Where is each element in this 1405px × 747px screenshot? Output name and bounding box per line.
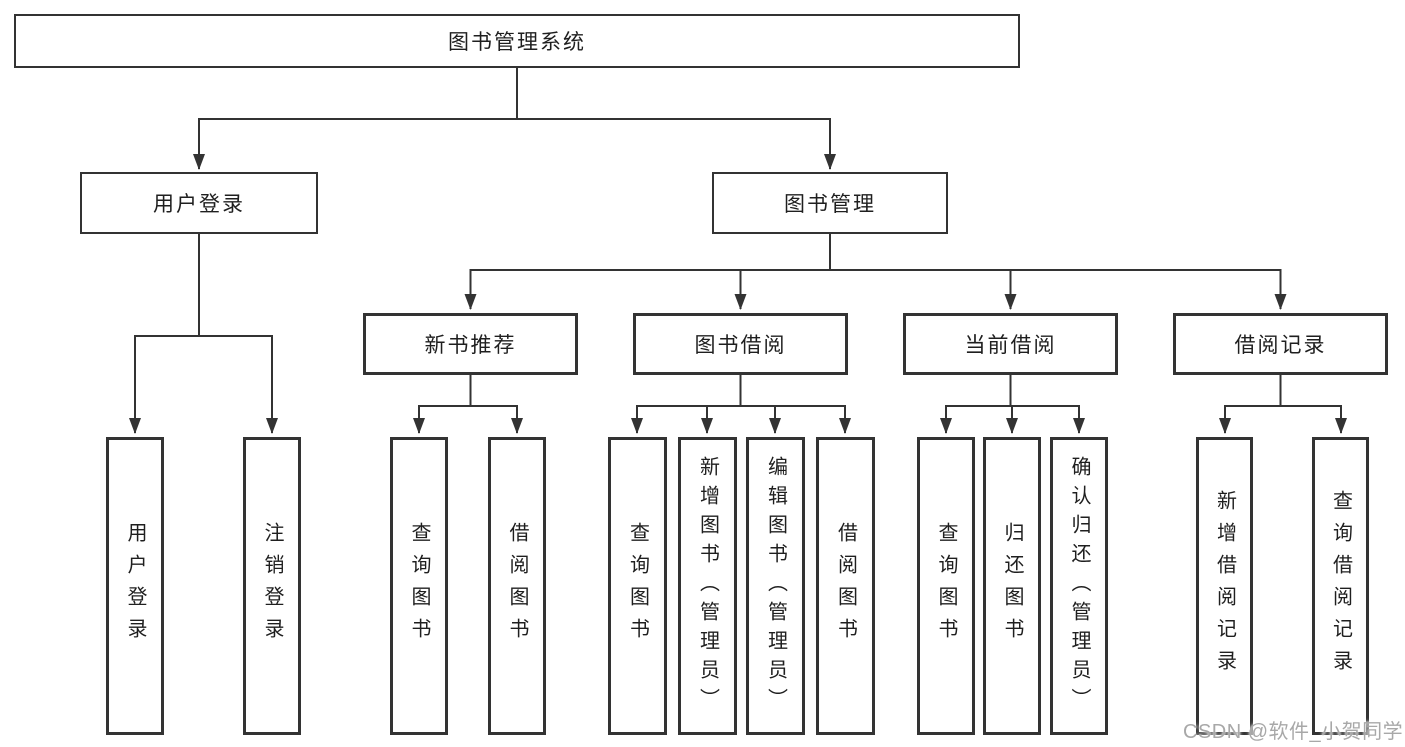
node-system-root: 图书管理系统	[14, 14, 1020, 68]
edges-new-book-rec-children	[413, 375, 523, 434]
leaf-query-books-1: 查询图书	[390, 437, 448, 735]
leaf-confirm-return-admin: 确认归还（管理员）	[1050, 437, 1108, 735]
leaf-query-books-3: 查询图书	[917, 437, 975, 735]
edges-book-borrow-children	[631, 375, 851, 434]
leaf-add-books-admin: 新增图书（管理员）	[678, 437, 737, 735]
leaf-label: 编辑图书（管理员）	[764, 455, 787, 717]
leaf-return-books: 归还图书	[983, 437, 1041, 735]
leaf-label: 归还图书	[1001, 522, 1023, 650]
leaf-label: 借阅图书	[834, 522, 857, 650]
node-current-borrowing: 当前借阅	[903, 313, 1118, 375]
leaf-label: 新增图书（管理员）	[696, 455, 719, 717]
leaf-label: 确认归还（管理员）	[1068, 455, 1090, 717]
leaf-label: 用户登录	[124, 522, 146, 650]
csdn-watermark: CSDN @软件_小贺同学	[1183, 721, 1404, 743]
edges-borrow-record-children	[1219, 375, 1347, 434]
node-borrow-records: 借阅记录	[1173, 313, 1388, 375]
leaf-user-login: 用户登录	[106, 437, 164, 735]
node-book-borrowing: 图书借阅	[633, 313, 848, 375]
leaf-label: 查询图书	[935, 522, 957, 650]
node-book-management: 图书管理	[712, 172, 948, 234]
leaf-borrow-books-1: 借阅图书	[488, 437, 546, 735]
leaf-logout: 注销登录	[243, 437, 301, 735]
edges-root-to-level2	[193, 68, 836, 170]
leaf-borrow-books-2: 借阅图书	[816, 437, 875, 735]
node-new-book-recommend: 新书推荐	[363, 313, 578, 375]
leaf-label: 借阅图书	[506, 522, 528, 650]
leaf-label: 新增借阅记录	[1213, 490, 1236, 682]
leaf-query-borrow-record: 查询借阅记录	[1312, 437, 1369, 735]
leaf-label: 查询图书	[408, 522, 430, 650]
leaf-label: 查询借阅记录	[1329, 490, 1352, 682]
edges-user-login-children	[129, 234, 278, 434]
node-user-login: 用户登录	[80, 172, 318, 234]
edges-book-mgmt-to-level3	[464, 234, 1287, 310]
leaf-add-borrow-record: 新增借阅记录	[1196, 437, 1253, 735]
edges-current-borrow-children	[940, 375, 1085, 434]
leaf-label: 注销登录	[261, 522, 283, 650]
leaf-label: 查询图书	[626, 522, 649, 650]
leaf-query-books-2: 查询图书	[608, 437, 667, 735]
leaf-edit-books-admin: 编辑图书（管理员）	[746, 437, 805, 735]
